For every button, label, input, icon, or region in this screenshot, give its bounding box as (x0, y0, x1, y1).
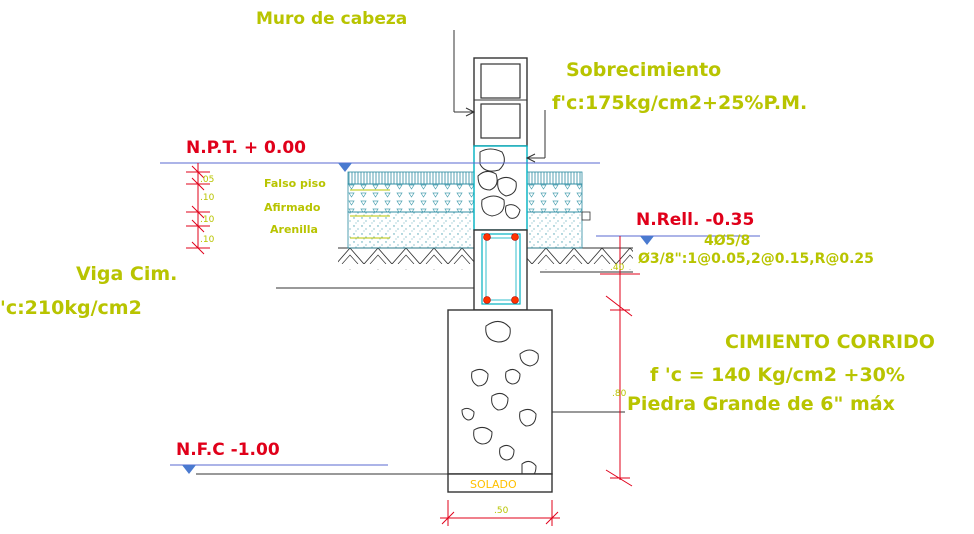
label-cimiento: CIMIENTO CORRIDO (725, 331, 935, 353)
vertical-dimension-marks: .40 .80 (600, 236, 640, 487)
dim-cimiento-width: .50 (494, 506, 509, 516)
label-rebar-main: 4Ø5/8 (704, 233, 750, 249)
label-nrell: N.Rell. -0.35 (636, 210, 754, 230)
label-sobrecimiento-spec: f'c:175kg/cm2+25%P.M. (552, 92, 807, 114)
leader-lines (276, 30, 633, 413)
label-viga: Viga Cim. (76, 263, 177, 285)
layer-dimension-marks: .05 .10 .10 .10 (186, 163, 215, 255)
dim-cimiento-height: .80 (612, 389, 627, 399)
label-afirmado: Afirmado (264, 201, 321, 214)
label-sobrecimiento: Sobrecimiento (566, 59, 721, 81)
label-cimiento-spec1: f 'c = 140 Kg/cm2 +30% (650, 364, 905, 386)
label-solado: SOLADO (470, 478, 517, 491)
label-rebar-stirrups: Ø3/8":1@0.05,2@0.15,R@0.25 (638, 251, 874, 267)
width-dimension-marks: .50 (440, 500, 560, 526)
head-wall (473, 57, 528, 147)
label-falso-piso: Falso piso (264, 177, 326, 190)
label-muro: Muro de cabeza (256, 9, 407, 29)
dim-layer1: .05 (200, 175, 214, 185)
dim-layer2: .10 (200, 193, 215, 203)
level-lines (160, 162, 760, 475)
label-viga-spec: 'c:210kg/cm2 (0, 297, 142, 319)
strip-footing (447, 309, 553, 475)
dim-layer4: .10 (200, 235, 215, 245)
label-arenilla: Arenilla (270, 223, 318, 236)
solado-layer (447, 473, 553, 493)
floor-layers-left (347, 171, 475, 249)
floor-layers-right (526, 171, 591, 249)
natural-soil (338, 247, 633, 270)
dim-layer3: .10 (200, 215, 215, 225)
label-cimiento-spec2: Piedra Grande de 6" máx (627, 393, 895, 415)
foundation-beam (473, 229, 528, 311)
sobrecimiento-block (473, 145, 528, 231)
label-nfc: N.F.C -1.00 (176, 440, 280, 460)
label-npt: N.P.T. + 0.00 (186, 138, 306, 158)
dim-viga-height: .40 (610, 263, 625, 273)
